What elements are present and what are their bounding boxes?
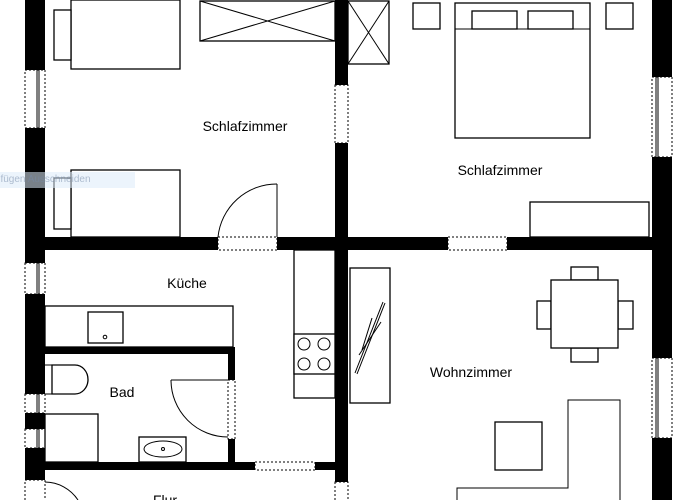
- kitchen-furniture: [44, 249, 336, 399]
- room-label-hallway: Flur: [153, 492, 177, 500]
- pillow: [471, 10, 518, 30]
- sink: [87, 311, 124, 344]
- chair: [570, 266, 599, 281]
- pillow: [53, 9, 72, 61]
- door-swing: [217, 183, 278, 238]
- faint-overlay-text: Einfügen Ausschneiden: [0, 172, 135, 188]
- wall-bath-bottom: [25, 462, 348, 470]
- bedroom-right-furniture: [347, 0, 650, 238]
- burner: [297, 337, 311, 351]
- overlay-label: Einfügen Ausschneiden: [0, 174, 91, 185]
- bathroom-furniture: [44, 364, 229, 463]
- room-label-bathroom: Bad: [110, 384, 135, 400]
- burner: [317, 337, 331, 351]
- tv-unit: [349, 267, 391, 404]
- nightstand: [605, 2, 634, 30]
- wall-middle: [25, 237, 672, 250]
- window: [651, 76, 673, 158]
- room-label-living-room: Wohnzimmer: [430, 364, 513, 380]
- door-opening: [447, 236, 508, 251]
- room-label-bedroom-right: Schlafzimmer: [458, 162, 543, 178]
- burner: [317, 357, 331, 371]
- bedroom-left-furniture: [53, 0, 336, 238]
- door-swing: [44, 481, 79, 500]
- window: [24, 428, 46, 449]
- living-room-furniture: [349, 266, 634, 500]
- openings: [24, 69, 673, 500]
- pillow: [527, 10, 574, 30]
- stove: [293, 333, 336, 375]
- toilet: [51, 364, 89, 395]
- room-label-kitchen: Küche: [167, 275, 207, 291]
- shower: [44, 413, 99, 463]
- chair: [617, 300, 634, 330]
- window: [24, 393, 46, 414]
- dresser: [529, 201, 650, 238]
- wall-kitchen-bath: [45, 347, 235, 354]
- door-opening: [254, 461, 316, 471]
- coffee-table: [494, 421, 543, 471]
- door-opening: [24, 479, 46, 500]
- sofa: [456, 399, 621, 500]
- window: [24, 69, 46, 129]
- counter: [293, 249, 336, 399]
- door-opening: [217, 236, 278, 251]
- wall-opening: [334, 84, 349, 144]
- window: [651, 357, 673, 439]
- room-label-bedroom-left: Schlafzimmer: [203, 118, 288, 134]
- counter: [44, 305, 234, 348]
- door-opening: [334, 481, 349, 500]
- door-swing: [170, 379, 229, 438]
- burner: [297, 357, 311, 371]
- chair: [536, 300, 552, 330]
- bed: [70, 0, 181, 70]
- door-opening: [227, 379, 236, 440]
- washbasin: [138, 436, 187, 463]
- chair: [570, 347, 599, 363]
- nightstand: [412, 2, 441, 30]
- window: [24, 262, 46, 295]
- dining-table: [550, 279, 619, 349]
